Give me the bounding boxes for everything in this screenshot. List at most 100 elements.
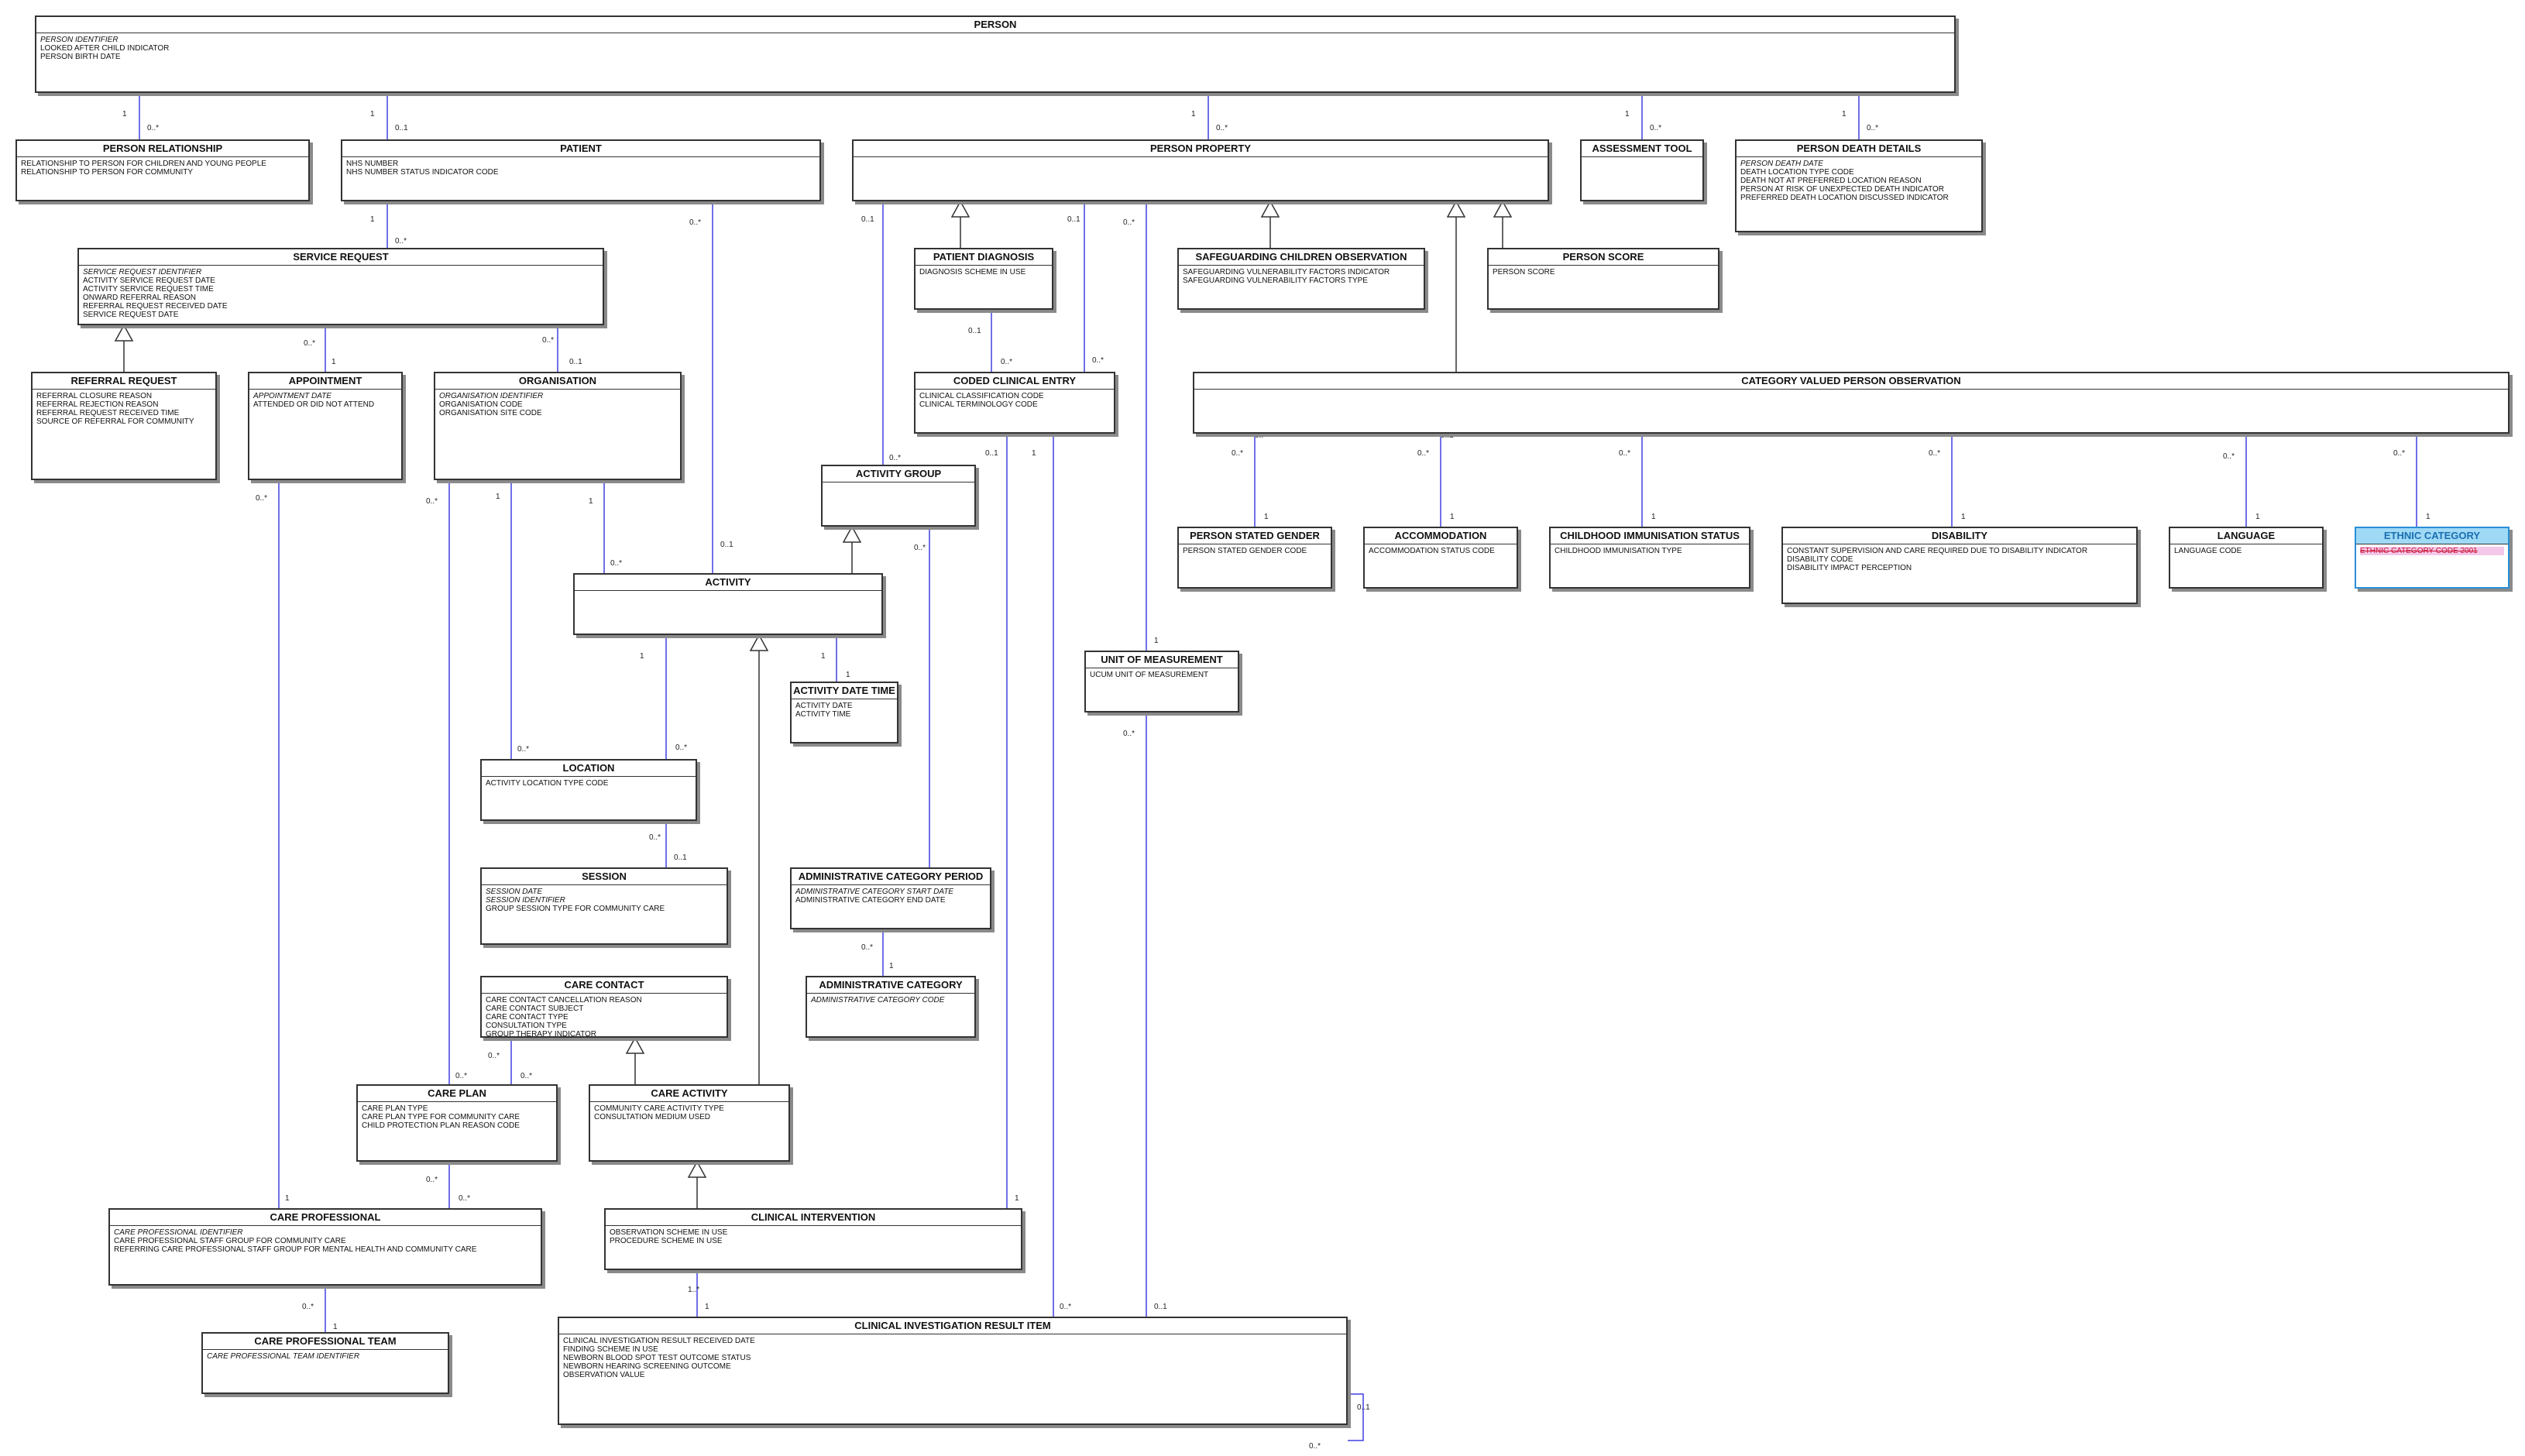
multiplicity-label: 0..1 [395,124,408,132]
entity-assessment-tool[interactable]: ASSESSMENT TOOL [1580,139,1704,201]
attribute-list [1194,390,2508,394]
attribute: ACTIVITY TIME [795,710,851,719]
attribute: ACTIVITY DATE [795,702,853,710]
multiplicity-label: 1 [1264,513,1269,521]
multiplicity-label: 1 [1154,637,1159,645]
multiplicity-label: 0..* [861,943,873,952]
multiplicity-label: 0..1 [1067,215,1080,224]
attribute: CARE CONTACT TYPE [486,1013,569,1022]
attribute: ACCOMMODATION STATUS CODE [1369,547,1495,555]
entity-activity[interactable]: ACTIVITY [573,573,883,635]
attribute-list: RELATIONSHIP TO PERSON FOR CHILDREN AND … [17,157,308,179]
attribute-list: CLINICAL INVESTIGATION RESULT RECEIVED D… [559,1334,1346,1382]
multiplicity-label: 0..* [1232,449,1243,458]
multiplicity-label: 0..* [675,743,687,752]
multiplicity-label: 1 [1961,513,1966,521]
attribute: RELATIONSHIP TO PERSON FOR COMMUNITY [21,168,194,177]
attribute-list: SAFEGUARDING VULNERABILITY FACTORS INDIC… [1179,266,1424,287]
attribute: NEWBORN HEARING SCREENING OUTCOME [563,1362,731,1371]
multiplicity-label: 0..1 [1441,431,1454,440]
entity-title: PERSON [36,17,1954,33]
attribute-list: ETHNIC CATEGORY CODE 2001 [2356,544,2508,558]
entity-title: PERSON RELATIONSHIP [17,141,308,157]
multiplicity-label: 0..* [256,494,267,503]
entity-care-professional[interactable]: CARE PROFESSIONAL CARE PROFESSIONAL IDENT… [108,1208,542,1286]
multiplicity-label: 1 [2426,513,2431,521]
entity-title: ACTIVITY [575,575,881,591]
attribute: PREFERRED DEATH LOCATION DISCUSSED INDIC… [1740,194,1949,202]
attribute: CHILDHOOD IMMUNISATION TYPE [1555,547,1682,555]
generalization-arrow-icon [1260,200,1280,218]
entity-person-property[interactable]: PERSON PROPERTY [852,139,1549,201]
generalization-arrow-icon [842,525,862,543]
entity-title: CARE PROFESSIONAL [110,1210,541,1226]
multiplicity-label: 0..* [610,559,622,568]
key-attribute: CARE PROFESSIONAL IDENTIFIER [114,1228,243,1237]
entity-title: CATEGORY VALUED PERSON OBSERVATION [1194,373,2508,390]
entity-title: ETHNIC CATEGORY [2356,528,2508,544]
multiplicity-label: 1 [589,497,593,506]
attribute: UCUM UNIT OF MEASUREMENT [1090,671,1209,679]
key-attribute: ADMINISTRATIVE CATEGORY START DATE [795,888,954,896]
entity-accommodation[interactable]: ACCOMMODATION ACCOMMODATION STATUS CODE [1363,527,1518,589]
entity-title: PERSON PROPERTY [854,141,1548,157]
entity-title: CODED CLINICAL ENTRY [916,373,1114,390]
multiplicity-label: 0..* [459,1194,470,1203]
generalization-arrow-icon [625,1036,645,1054]
entity-activity-group[interactable]: ACTIVITY GROUP [821,465,976,527]
attribute: LOOKED AFTER CHILD INDICATOR [40,44,170,53]
attribute-list: ACCOMMODATION STATUS CODE [1365,544,1517,558]
attribute: SAFEGUARDING VULNERABILITY FACTORS INDIC… [1183,268,1390,276]
multiplicity-label: 0..* [1867,124,1878,132]
multiplicity-label: 0..* [914,544,926,552]
attribute: OBSERVATION VALUE [563,1371,645,1379]
entity-category-valued[interactable]: CATEGORY VALUED PERSON OBSERVATION [1193,372,2510,434]
entity-title: ACCOMMODATION [1365,528,1517,544]
key-attribute: CARE PROFESSIONAL TEAM IDENTIFIER [207,1352,360,1361]
key-attribute: SESSION DATE [486,888,543,896]
multiplicity-label: 0..* [520,1072,532,1080]
entity-title: PERSON STATED GENDER [1179,528,1331,544]
entity-title: APPOINTMENT [249,373,401,390]
attribute: SAFEGUARDING VULNERABILITY FACTORS TYPE [1183,276,1368,285]
multiplicity-label: 0..* [517,745,529,754]
entity-title: CARE ACTIVITY [590,1086,788,1102]
multiplicity-label: 0..1 [720,541,733,549]
attribute: ACTIVITY SERVICE REQUEST DATE [83,276,215,285]
